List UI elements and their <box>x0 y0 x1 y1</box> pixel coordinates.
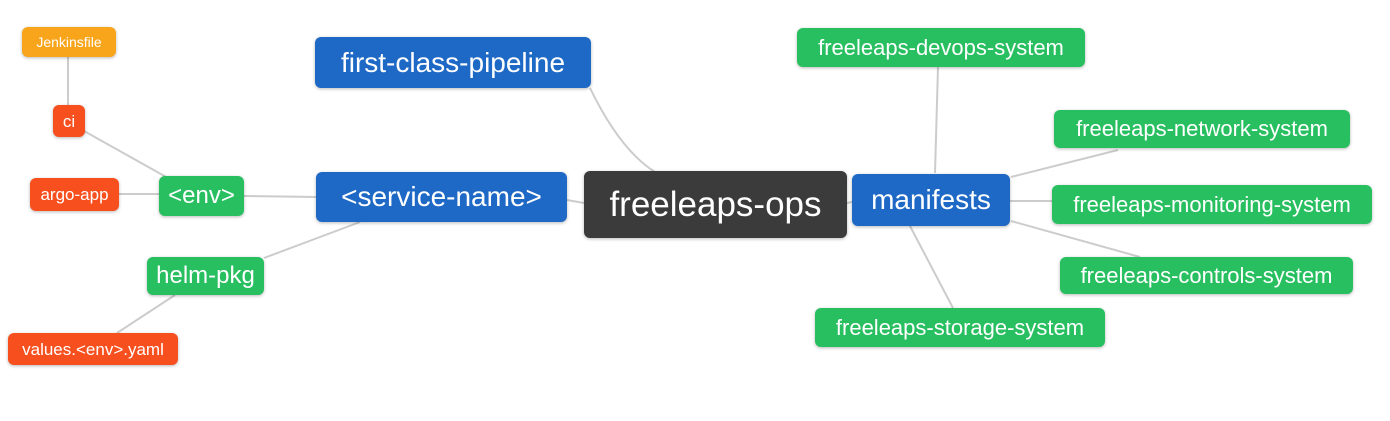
node-argo-app[interactable]: argo-app <box>30 178 119 211</box>
node-service-name[interactable]: <service-name> <box>316 172 567 222</box>
node-freeleaps-storage-system[interactable]: freeleaps-storage-system <box>815 308 1105 347</box>
edge-values-env-yaml-to-helm-pkg <box>116 294 176 334</box>
node-first-class-pipeline[interactable]: first-class-pipeline <box>315 37 591 88</box>
edge-freeleaps-ops-to-manifests <box>846 201 853 204</box>
node-freeleaps-network-system[interactable]: freeleaps-network-system <box>1054 110 1350 148</box>
edge-manifests-to-freeleaps-controls-system <box>1010 220 1141 258</box>
edge-service-name-to-freeleaps-ops <box>566 199 585 204</box>
node-freeleaps-devops-system[interactable]: freeleaps-devops-system <box>797 28 1085 67</box>
node-freeleaps-controls-system[interactable]: freeleaps-controls-system <box>1060 257 1353 294</box>
node-values-env-yaml[interactable]: values.<env>.yaml <box>8 333 178 365</box>
node-helm-pkg[interactable]: helm-pkg <box>147 257 264 295</box>
edge-helm-pkg-to-service-name <box>263 221 361 259</box>
edge-ci-to-env <box>83 130 169 179</box>
edge-manifests-to-freeleaps-network-system <box>1010 149 1119 178</box>
node-jenkinsfile[interactable]: Jenkinsfile <box>22 27 116 57</box>
node-freeleaps-monitoring-system[interactable]: freeleaps-monitoring-system <box>1052 185 1372 224</box>
node-env[interactable]: <env> <box>159 176 244 216</box>
edge-manifests-to-freeleaps-storage-system <box>909 225 954 309</box>
edge-first-class-pipeline-to-freeleaps-ops <box>589 87 656 173</box>
node-manifests[interactable]: manifests <box>852 174 1010 226</box>
edge-manifests-to-freeleaps-devops-system <box>934 66 939 174</box>
node-freeleaps-ops[interactable]: freeleaps-ops <box>584 171 847 238</box>
edge-env-to-service-name <box>243 195 317 198</box>
node-ci[interactable]: ci <box>53 105 85 137</box>
